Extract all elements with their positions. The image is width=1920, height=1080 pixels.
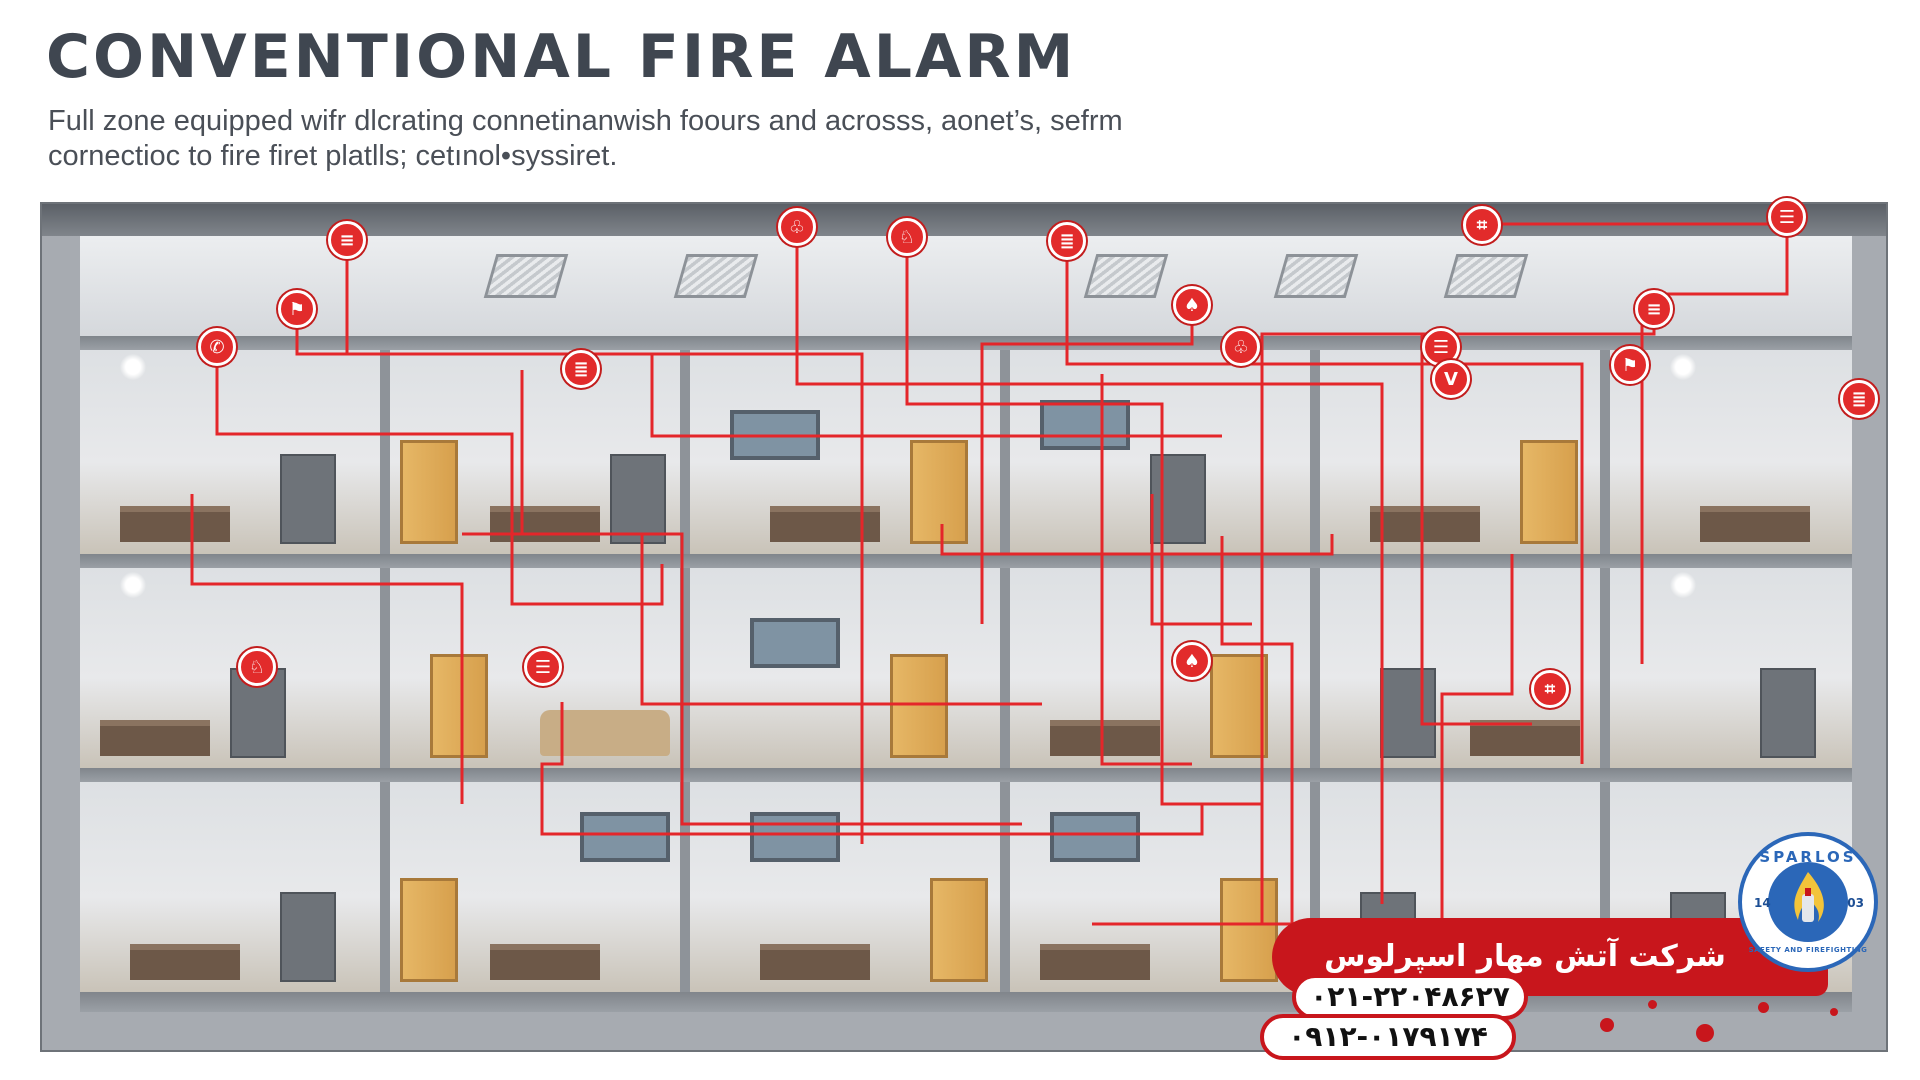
- wire-loop: [1482, 224, 1787, 664]
- decorative-splat: [1830, 1008, 1838, 1016]
- wire-loop: [942, 524, 1332, 554]
- phone-number-2[interactable]: ۰۹۱۲-۰۱۷۹۱۷۴: [1260, 1014, 1516, 1060]
- wire-loop: [522, 370, 1022, 824]
- smoke-detector[interactable]: ≡: [328, 221, 366, 259]
- company-logo: SPARLOS SAFETY AND FIREFIGHTING 14 03: [1738, 832, 1878, 972]
- logo-subtitle: SAFETY AND FIREFIGHTING: [1742, 946, 1874, 954]
- heat-detector[interactable]: ≡: [1635, 290, 1673, 328]
- heat-detector[interactable]: ⌗: [1463, 206, 1501, 244]
- wire-loop: [347, 240, 862, 844]
- logo-number-left: 14: [1754, 896, 1771, 910]
- heat-detector[interactable]: ≣: [1840, 380, 1878, 418]
- decorative-splat: [1600, 1018, 1614, 1032]
- wire-loop: [1067, 240, 1582, 764]
- decorative-splat: [1696, 1024, 1714, 1042]
- call-point[interactable]: ⌗: [1531, 670, 1569, 708]
- decorative-splat: [1758, 1002, 1769, 1013]
- wire-loop: [1152, 494, 1252, 624]
- smoke-detector[interactable]: ✆: [198, 328, 236, 366]
- smoke-detector[interactable]: ♧: [778, 208, 816, 246]
- wire-loop: [1262, 308, 1654, 924]
- subtitle-line-1: Full zone equipped wifr dlcrating connet…: [48, 104, 1348, 139]
- logo-number-right: 03: [1847, 896, 1864, 910]
- smoke-detector[interactable]: ♠: [1173, 642, 1211, 680]
- wire-loop: [1102, 374, 1192, 764]
- wire-loop: [217, 346, 662, 604]
- alarm-sounder[interactable]: V: [1432, 360, 1470, 398]
- wire-loop: [1442, 554, 1512, 964]
- decorative-splat: [1648, 1000, 1657, 1009]
- subtitle-line-2: cornectioc to fire firet platlls; cetıno…: [48, 139, 1348, 174]
- smoke-detector[interactable]: ☰: [1768, 198, 1806, 236]
- logo-brand: SPARLOS: [1742, 848, 1874, 866]
- heat-detector[interactable]: ♘: [888, 218, 926, 256]
- call-point[interactable]: ⚑: [278, 290, 316, 328]
- smoke-detector[interactable]: ♠: [1173, 286, 1211, 324]
- smoke-detector[interactable]: ♘: [238, 648, 276, 686]
- wire-loop: [797, 228, 1382, 904]
- page-title: CONVENTIONAL FIRE ALARM: [46, 22, 1076, 92]
- wire-loop: [192, 494, 462, 804]
- wire-loop: [907, 234, 1262, 804]
- page-subtitle: Full zone equipped wifr dlcrating connet…: [48, 104, 1348, 174]
- heat-detector[interactable]: ♧: [1222, 328, 1260, 366]
- smoke-detector[interactable]: ⚑: [1611, 346, 1649, 384]
- heat-detector[interactable]: ☰: [524, 648, 562, 686]
- smoke-detector[interactable]: ≣: [1048, 222, 1086, 260]
- wire-loop: [297, 308, 1222, 436]
- smoke-detector[interactable]: ≣: [562, 350, 600, 388]
